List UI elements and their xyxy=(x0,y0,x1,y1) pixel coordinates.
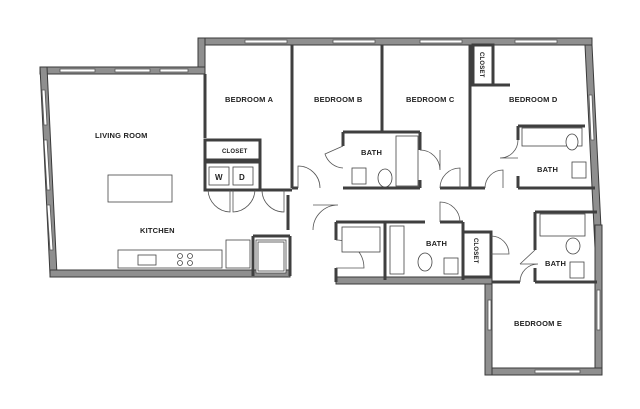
bathtub xyxy=(389,225,405,275)
shower xyxy=(539,213,586,237)
label-living-room: LIVING ROOM xyxy=(95,131,148,140)
label-bath-3: BATH xyxy=(426,239,447,248)
sink xyxy=(569,261,585,279)
fixtures xyxy=(107,127,587,279)
sink xyxy=(571,161,587,179)
toilet xyxy=(417,252,433,272)
label-dryer: D xyxy=(239,173,245,182)
toilet xyxy=(377,168,393,188)
label-kitchen: KITCHEN xyxy=(140,226,175,235)
label-washer: W xyxy=(215,173,223,182)
sink xyxy=(351,167,367,185)
refrigerator xyxy=(225,239,251,269)
sink xyxy=(443,257,459,275)
windows xyxy=(41,39,601,374)
kitchen-sink xyxy=(137,254,157,266)
label-closet-hall: CLOSET xyxy=(472,238,478,264)
toilet xyxy=(565,237,581,255)
label-bedroom-d: BEDROOM D xyxy=(509,95,558,104)
bathtub xyxy=(395,135,419,187)
label-closet-d: CLOSET xyxy=(478,52,484,78)
bathtub xyxy=(341,226,381,253)
label-bedroom-c: BEDROOM C xyxy=(406,95,455,104)
label-closet-a: CLOSET xyxy=(222,149,248,155)
washer xyxy=(208,166,230,186)
kitchen-counter xyxy=(117,249,223,269)
label-bath-4: BATH xyxy=(545,259,566,268)
dryer xyxy=(232,166,254,186)
toilet xyxy=(565,133,579,151)
room-labels: LIVING ROOM KITCHEN BEDROOM A BEDROOM B … xyxy=(95,52,566,328)
label-bedroom-a: BEDROOM A xyxy=(225,95,274,104)
label-bath-1: BATH xyxy=(361,148,382,157)
kitchen-island xyxy=(107,174,173,203)
doors xyxy=(207,139,539,283)
label-bedroom-b: BEDROOM B xyxy=(314,95,363,104)
interior-walls xyxy=(203,43,597,284)
label-bedroom-e: BEDROOM E xyxy=(514,319,562,328)
label-bath-2: BATH xyxy=(537,165,558,174)
